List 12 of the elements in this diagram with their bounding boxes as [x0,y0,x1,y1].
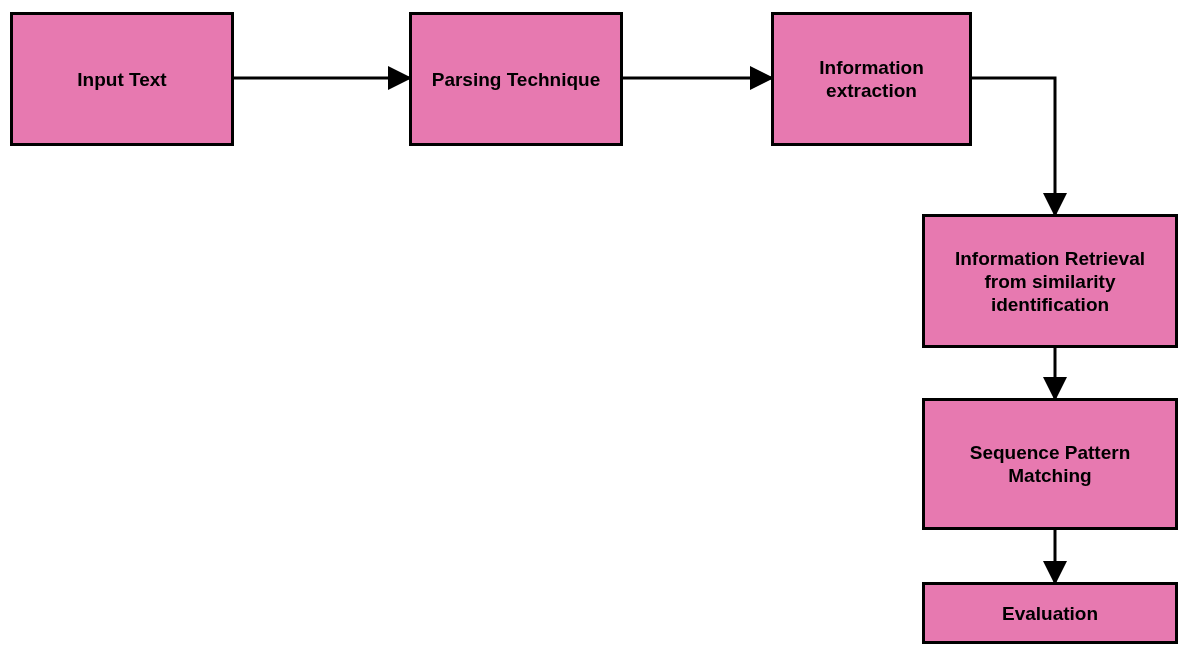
process-box [922,398,1178,530]
box-label: Information extraction [818,56,925,102]
box-label: Evaluation [1001,601,1099,625]
process-box [922,582,1178,644]
process-box [922,214,1178,348]
box-label: Parsing Technique [431,67,601,91]
box-label: Sequence Pattern Matching [968,441,1132,487]
process-box [771,12,972,146]
box-label: Input Text [77,67,167,91]
box-label: Information Retrieval from similarity identification [953,246,1146,316]
process-box [409,12,623,146]
process-box [10,12,234,146]
